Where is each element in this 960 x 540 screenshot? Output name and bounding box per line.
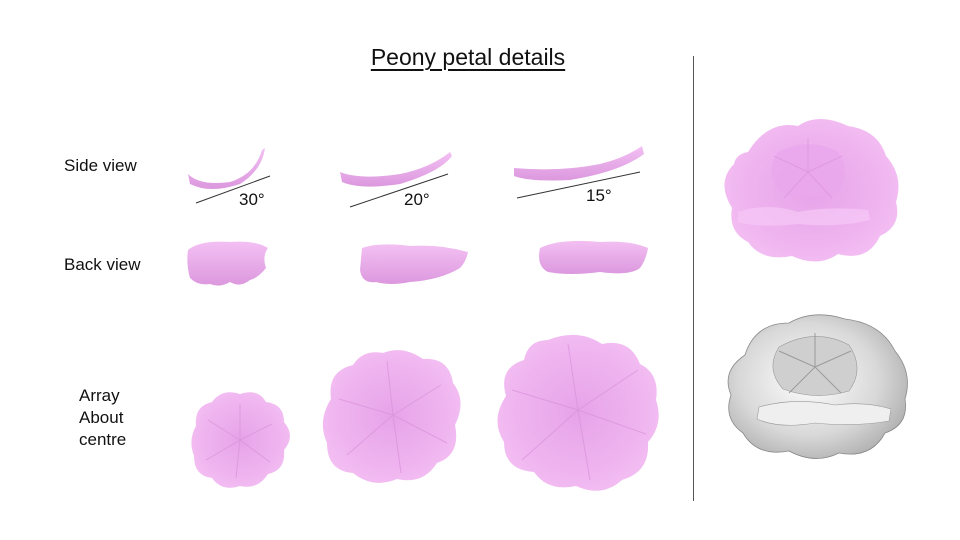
- array-flower-small: [191, 392, 290, 488]
- back-petal-30: [187, 241, 268, 286]
- assembled-peony-pink: [724, 119, 899, 262]
- assembled-peony-white: [727, 314, 908, 459]
- array-flower-large: [497, 334, 659, 491]
- angle-label-15: 15°: [586, 186, 612, 205]
- angle-line-15: [516, 171, 641, 199]
- angle-label-30: 30°: [239, 190, 265, 209]
- side-petal-30: [188, 148, 265, 189]
- side-view-label: Side view: [64, 156, 137, 175]
- angle-label-20: 20°: [404, 190, 430, 209]
- angle-line-30: [195, 175, 271, 204]
- angle-line-20: [349, 173, 449, 208]
- array-label-line1: Array: [79, 386, 120, 405]
- array-label-line3: centre: [79, 430, 127, 449]
- array-flower-medium: [322, 350, 461, 483]
- array-label-line2: About: [79, 408, 124, 427]
- vertical-divider: [693, 56, 694, 501]
- page-title: Peony petal details: [370, 44, 566, 70]
- back-petal-15: [539, 240, 648, 274]
- side-petal-15: [514, 146, 644, 181]
- back-view-label: Back view: [64, 255, 141, 274]
- back-petal-20: [360, 244, 468, 284]
- side-petal-20: [340, 152, 452, 187]
